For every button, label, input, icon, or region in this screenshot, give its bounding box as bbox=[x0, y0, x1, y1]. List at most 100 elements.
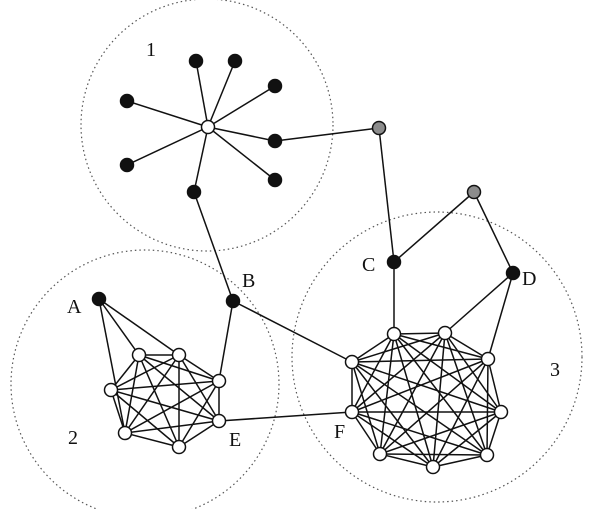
edge-e-q8 bbox=[218, 411, 353, 422]
node-q8 bbox=[344, 404, 360, 420]
node-n2 bbox=[227, 53, 243, 69]
edge-p5-p6 bbox=[124, 432, 180, 448]
node-n6 bbox=[119, 157, 135, 173]
node-n7 bbox=[267, 172, 283, 188]
edge-n5-g1 bbox=[274, 127, 380, 142]
edge-q7-f bbox=[351, 361, 381, 455]
edge-p2-p6 bbox=[124, 354, 180, 434]
node-label-c: C bbox=[362, 254, 375, 276]
edge-q4-f bbox=[351, 361, 502, 413]
edge-p6-p7 bbox=[110, 389, 126, 434]
edge-p1-p5 bbox=[138, 354, 180, 448]
node-p2 bbox=[171, 347, 187, 363]
node-p7 bbox=[103, 382, 119, 398]
node-q6 bbox=[425, 459, 441, 475]
node-p5 bbox=[171, 439, 187, 455]
edge-q6-q7 bbox=[379, 453, 434, 468]
edge-q1-f bbox=[351, 333, 395, 363]
edge-a-p2 bbox=[98, 298, 180, 356]
edge-q2-q5 bbox=[444, 332, 488, 456]
edge-q5-q7 bbox=[379, 453, 488, 456]
node-hub bbox=[200, 119, 216, 135]
node-g1 bbox=[371, 120, 387, 136]
edge-hub-n3 bbox=[126, 100, 209, 128]
node-n1 bbox=[188, 53, 204, 69]
node-n5 bbox=[267, 133, 283, 149]
edge-q2-q6 bbox=[432, 332, 446, 468]
edge-hub-n6 bbox=[126, 126, 209, 166]
edge-p2-e bbox=[178, 354, 220, 422]
cluster-1-label: 1 bbox=[146, 39, 156, 61]
node-p1 bbox=[131, 347, 147, 363]
edge-q2-q7 bbox=[379, 332, 446, 455]
edge-q5-q6 bbox=[432, 454, 488, 468]
node-label-f: F bbox=[334, 421, 345, 443]
edge-q4-q6 bbox=[432, 411, 502, 468]
edge-hub-n8 bbox=[193, 126, 209, 193]
edge-b-p3 bbox=[218, 300, 234, 382]
node-label-e: E bbox=[229, 429, 241, 451]
node-a bbox=[91, 291, 107, 307]
cluster-circles bbox=[10, 0, 583, 509]
edge-q5-f bbox=[351, 361, 488, 456]
node-p6 bbox=[117, 425, 133, 441]
edge-q1-q7 bbox=[379, 333, 395, 455]
node-d bbox=[505, 265, 521, 281]
edge-p3-p5 bbox=[178, 380, 220, 448]
node-q4 bbox=[493, 404, 509, 420]
edge-n8-b bbox=[193, 191, 234, 302]
cluster-3-circle bbox=[291, 211, 583, 503]
edge-q1-q8 bbox=[351, 333, 395, 413]
node-n3 bbox=[119, 93, 135, 109]
nodes-group bbox=[91, 53, 521, 475]
edge-q3-q6 bbox=[432, 358, 489, 468]
edge-q1-q5 bbox=[393, 333, 488, 456]
edge-q1-q2 bbox=[393, 332, 446, 335]
edge-hub-n1 bbox=[195, 60, 209, 128]
edge-p2-p7 bbox=[110, 354, 180, 391]
node-q5 bbox=[479, 447, 495, 463]
node-f bbox=[344, 354, 360, 370]
edge-a-p6 bbox=[98, 298, 126, 434]
node-g2 bbox=[466, 184, 482, 200]
edge-p1-p6 bbox=[124, 354, 140, 434]
edge-d-q2 bbox=[444, 272, 514, 334]
edge-q1-q6 bbox=[393, 333, 434, 468]
edge-q1-q3 bbox=[393, 333, 489, 360]
node-c bbox=[386, 254, 402, 270]
node-label-d: D bbox=[522, 268, 536, 290]
node-label-b: B bbox=[242, 270, 255, 292]
node-n4 bbox=[267, 78, 283, 94]
edge-q6-q8 bbox=[351, 411, 434, 468]
edge-p1-p7 bbox=[110, 354, 140, 391]
node-n8 bbox=[186, 184, 202, 200]
edge-g1-c bbox=[378, 127, 395, 263]
edge-hub-n4 bbox=[207, 85, 276, 128]
node-q2 bbox=[437, 325, 453, 341]
cluster-2-circle bbox=[10, 249, 280, 509]
edge-q6-f bbox=[351, 361, 434, 468]
cluster-1-circle bbox=[80, 0, 334, 252]
edge-q4-q7 bbox=[379, 411, 502, 455]
node-b bbox=[225, 293, 241, 309]
cluster-2-label: 2 bbox=[68, 427, 78, 449]
node-p3 bbox=[211, 373, 227, 389]
edge-e-p6 bbox=[124, 420, 220, 434]
edge-q3-q7 bbox=[379, 358, 489, 455]
node-q7 bbox=[372, 446, 388, 462]
edge-q3-q4 bbox=[487, 358, 502, 413]
node-e bbox=[211, 413, 227, 429]
edge-q1-q4 bbox=[393, 333, 502, 413]
edge-p3-p7 bbox=[110, 380, 220, 391]
edge-hub-n7 bbox=[207, 126, 276, 181]
edge-c-g2 bbox=[393, 191, 475, 263]
edge-a-p1 bbox=[98, 298, 140, 356]
edge-e-p7 bbox=[110, 389, 220, 422]
edge-q2-q3 bbox=[444, 332, 489, 360]
edge-p2-p3 bbox=[178, 354, 220, 382]
edge-hub-n2 bbox=[207, 60, 236, 128]
edge-d-q3 bbox=[487, 272, 514, 360]
edge-e-p5 bbox=[178, 420, 220, 448]
